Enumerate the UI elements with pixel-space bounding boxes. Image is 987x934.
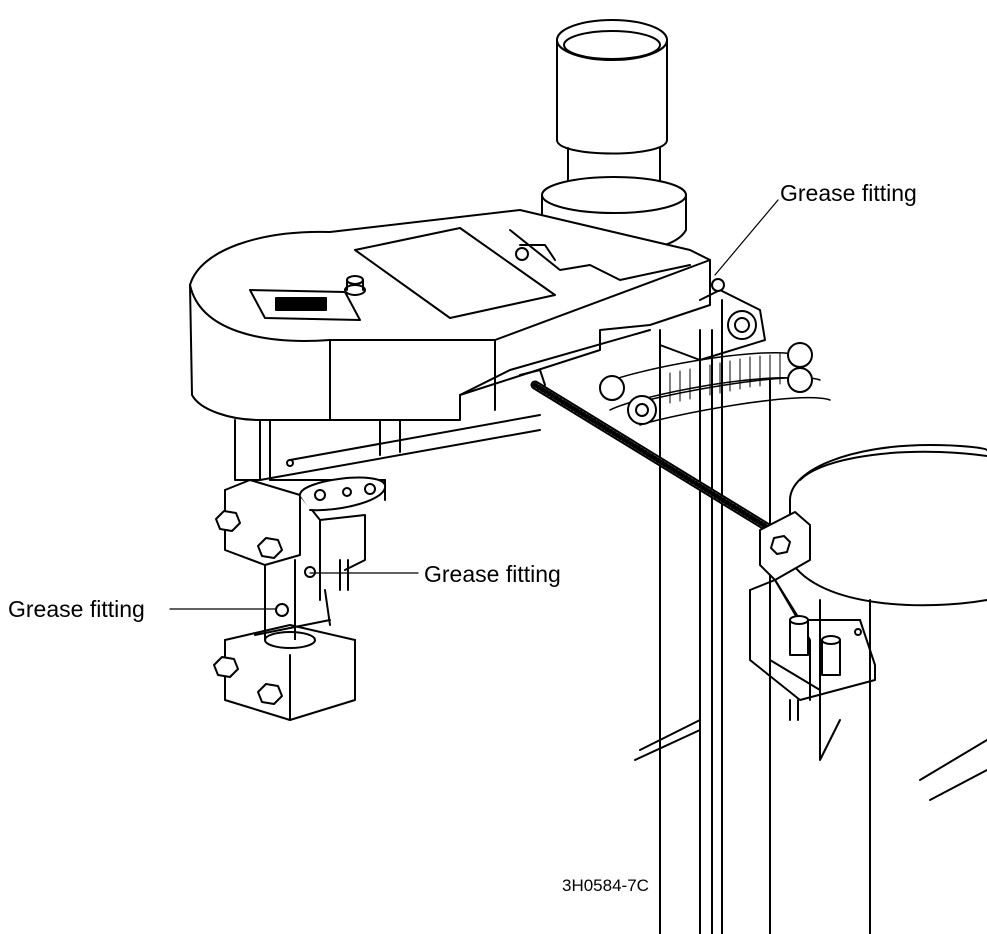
- leader-lines: [170, 200, 778, 609]
- spring-assembly: [600, 279, 830, 425]
- label-grease-fitting-middle: Grease fitting: [424, 561, 561, 587]
- hex-bolt: [216, 511, 282, 558]
- upper-clamp-block: [216, 478, 385, 600]
- leader-top-right: [715, 200, 778, 275]
- vertical-column: [635, 300, 770, 934]
- figure-code: 3H0584-7C: [562, 876, 649, 895]
- arm-housing: [190, 210, 710, 420]
- motor-housing: [790, 445, 987, 934]
- label-grease-fitting-top: Grease fitting: [780, 180, 917, 206]
- top-cylinder: [542, 20, 686, 253]
- shaft: [255, 560, 330, 640]
- lower-clamp-block: [214, 625, 355, 720]
- threaded-rod: [520, 370, 780, 535]
- arm-beam: [235, 415, 540, 500]
- label-grease-fitting-left: Grease fitting: [8, 596, 145, 622]
- hex-bolt: [214, 657, 282, 704]
- rod-bracket: [750, 512, 875, 720]
